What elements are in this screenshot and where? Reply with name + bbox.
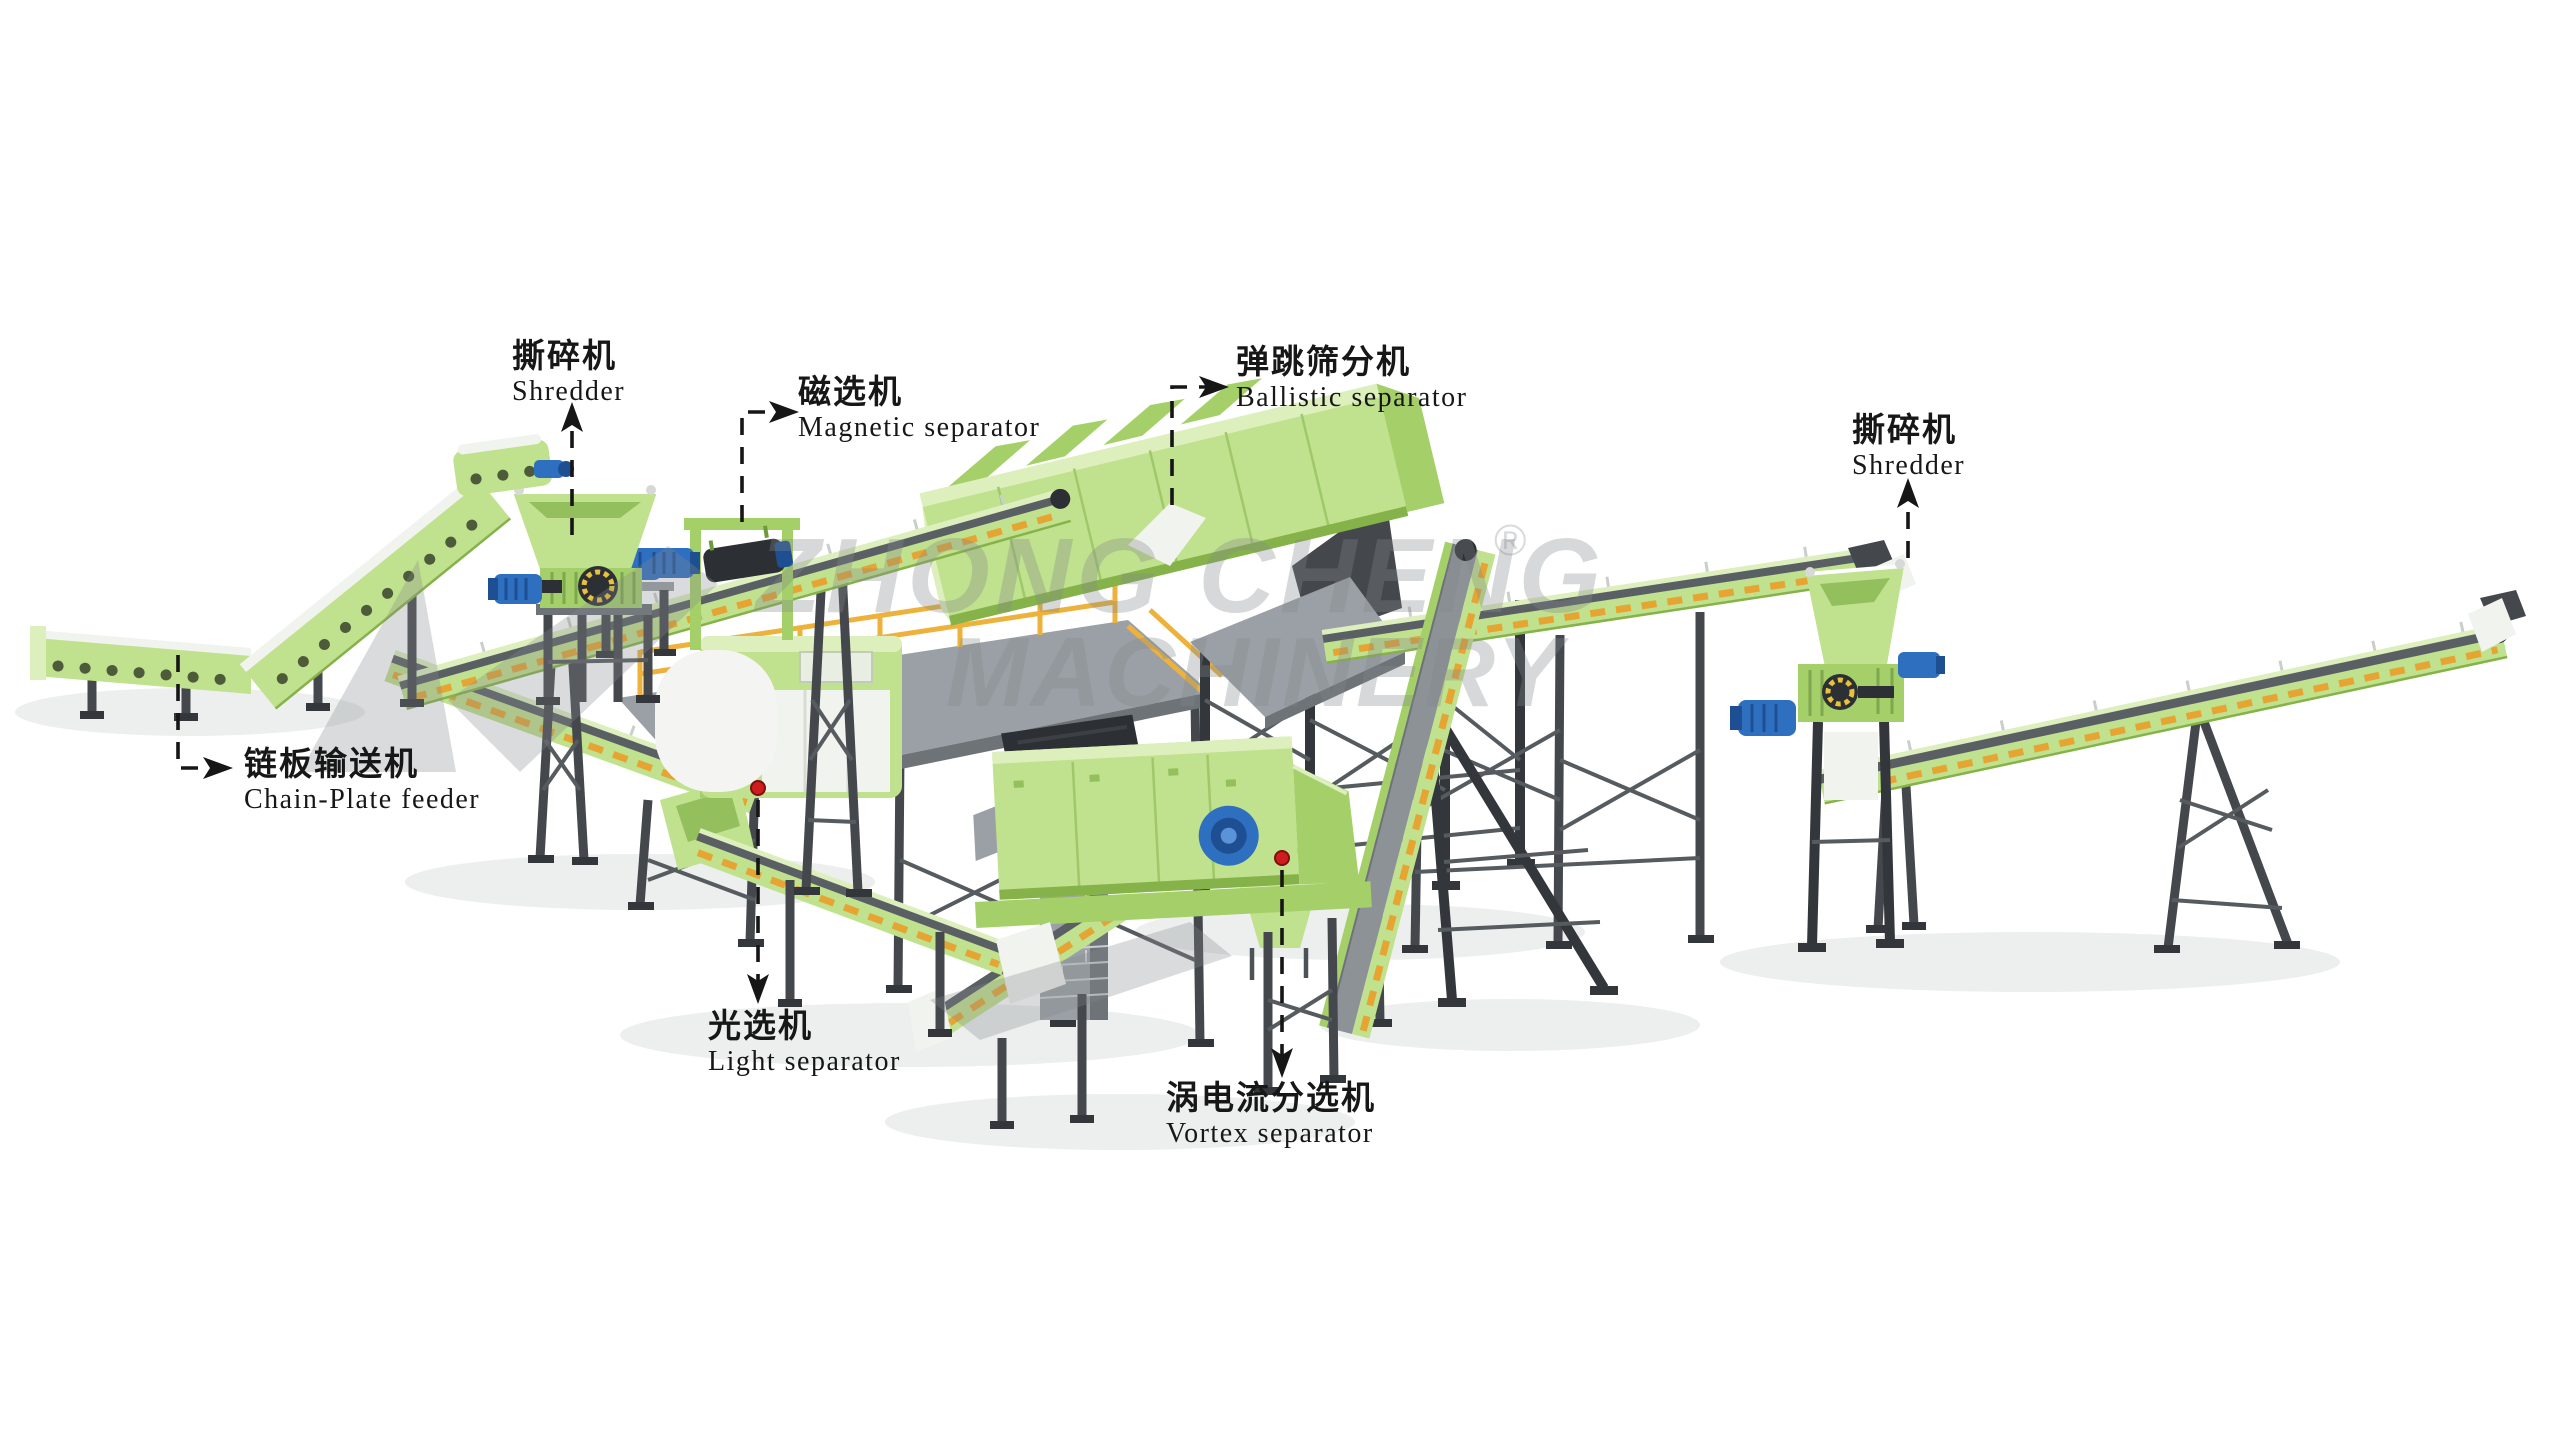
label-ballistic-separator-en: Ballistic separator <box>1236 382 1468 413</box>
label-shredder-left: 撕碎机 Shredder <box>512 336 625 408</box>
label-light-separator-en: Light separator <box>708 1046 901 1077</box>
shredder-motor-left <box>1730 700 1796 736</box>
label-shredder-right-zh: 撕碎机 <box>1852 411 1957 448</box>
up-arrow <box>1897 478 1919 508</box>
shredder-motor-left <box>488 574 542 604</box>
watermark-logo-mark <box>300 546 1232 1040</box>
label-chain-plate-feeder-zh: 链板输送机 <box>244 745 419 782</box>
label-chain-plate-feeder-en: Chain-Plate feeder <box>244 784 481 815</box>
cabinet-doors <box>762 690 890 792</box>
ballistic-discharge-funnel <box>1190 577 1405 717</box>
up-arrow <box>561 402 583 432</box>
shredder-hopper <box>513 485 657 572</box>
discharge-flap <box>2468 598 2516 652</box>
label-vortex-separator: 涡电流分选机 Vortex separator <box>1166 1078 1376 1150</box>
shredder-motor-right <box>1898 652 1945 678</box>
vortex-separator-marker <box>1274 850 1290 866</box>
label-vortex-separator-en: Vortex separator <box>1166 1118 1374 1149</box>
label-ballistic-separator: 弹跳筛分机 Ballistic separator <box>1236 342 1467 414</box>
down-arrow <box>747 974 769 1004</box>
right-shredder-machine <box>1730 559 1945 952</box>
label-shredder-left-en: Shredder <box>512 376 626 407</box>
feeder-head-motor <box>534 460 574 478</box>
right-arrow <box>203 757 233 779</box>
label-light-separator-zh: 光选机 <box>708 1007 813 1044</box>
ballistic-feed-chute <box>1128 503 1206 566</box>
callout-leaders <box>176 376 1919 1078</box>
down-arrow <box>1271 1048 1293 1078</box>
label-light-separator: 光选机 Light separator <box>708 1006 901 1078</box>
label-magnetic-separator-zh: 磁选机 <box>798 373 903 410</box>
right-output-conveyor <box>1817 590 2526 953</box>
right-arrow <box>1199 376 1229 398</box>
label-magnetic-separator: 磁选机 Magnetic separator <box>798 372 1040 444</box>
right-arrow <box>769 401 799 423</box>
label-shredder-left-zh: 撕碎机 <box>512 337 617 374</box>
label-ballistic-separator-zh: 弹跳筛分机 <box>1236 343 1411 380</box>
ballistic-separator-machine <box>919 378 1445 626</box>
left-shredder-machine <box>488 485 777 792</box>
shredder-motor-right <box>642 548 700 578</box>
chain-plate-feeder-machine <box>30 434 574 721</box>
label-shredder-right-en: Shredder <box>1852 450 1966 481</box>
label-magnetic-separator-en: Magnetic separator <box>798 412 1041 443</box>
discharge-pile <box>655 650 777 792</box>
shredder-hopper <box>1805 559 1905 672</box>
label-chain-plate-feeder: 链板输送机 Chain-Plate feeder <box>244 744 480 816</box>
main-incline-conveyor <box>397 488 1071 897</box>
label-shredder-right: 撕碎机 Shredder <box>1852 410 1965 482</box>
label-vortex-separator-zh: 涡电流分选机 <box>1166 1079 1376 1116</box>
light-separator-marker <box>750 780 766 796</box>
cross-belt-magnet <box>703 525 794 583</box>
